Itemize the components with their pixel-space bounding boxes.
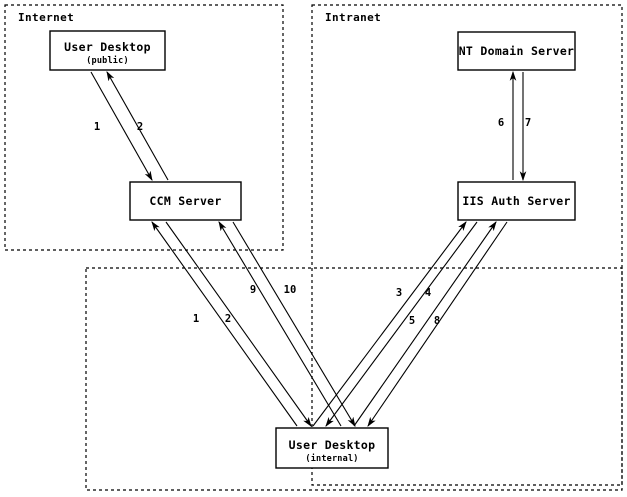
flow-arrow-2-public — [106, 71, 169, 181]
flow-label-3: 3 — [396, 287, 402, 299]
zone-intranet-boundary — [311, 4, 623, 486]
flow-arrow-1-public — [90, 71, 153, 181]
flow-label-7: 7 — [525, 117, 531, 129]
flow-arrow-3 — [312, 221, 467, 427]
node-nt-domain-server[interactable]: NT Domain Server — [457, 31, 576, 71]
node-title: User Desktop — [64, 40, 151, 54]
flow-label-9: 9 — [250, 284, 256, 296]
flow-label-5: 5 — [409, 315, 415, 327]
flow-arrow-9 — [218, 221, 342, 427]
flow-arrow-4 — [325, 221, 478, 427]
node-box — [275, 427, 389, 469]
node-box — [49, 30, 166, 71]
flow-arrow-2-internal — [165, 221, 312, 427]
node-subtitle: (public) — [86, 55, 129, 66]
flow-arrow-5 — [353, 221, 497, 427]
flow-label-2-public: 2 — [137, 121, 143, 133]
flow-label-8: 8 — [434, 315, 440, 327]
flow-label-2-internal: 2 — [225, 313, 231, 325]
node-box — [457, 181, 576, 221]
node-title: User Desktop — [289, 438, 376, 452]
flow-label-1-public: 1 — [94, 121, 100, 133]
zone-internal-boundary — [85, 267, 623, 491]
flow-label-1-internal: 1 — [193, 313, 199, 325]
zone-label-internet: Internet — [18, 11, 74, 24]
flow-arrow-10 — [232, 221, 356, 427]
flow-arrow-1-internal — [151, 221, 298, 427]
zone-group — [4, 4, 623, 491]
flow-label-6: 6 — [498, 117, 504, 129]
flow-label-10: 10 — [284, 284, 297, 296]
flow-label-4: 4 — [425, 287, 431, 299]
node-ccm-server[interactable]: CCM Server — [129, 181, 242, 221]
node-title: NT Domain Server — [459, 44, 575, 58]
node-iis-auth-server[interactable]: IIS Auth Server — [457, 181, 576, 221]
node-subtitle: (internal) — [305, 453, 358, 464]
node-user-desktop-internal[interactable]: User Desktop (internal) — [275, 427, 389, 469]
node-user-desktop-public[interactable]: User Desktop (public) — [49, 30, 166, 71]
zone-internet-boundary — [4, 4, 284, 251]
node-title: CCM Server — [149, 194, 221, 208]
node-title: IIS Auth Server — [462, 194, 570, 208]
node-box — [457, 31, 576, 71]
zone-label-intranet: Intranet — [325, 11, 381, 24]
flow-arrow-8 — [367, 221, 508, 427]
node-box — [129, 181, 242, 221]
